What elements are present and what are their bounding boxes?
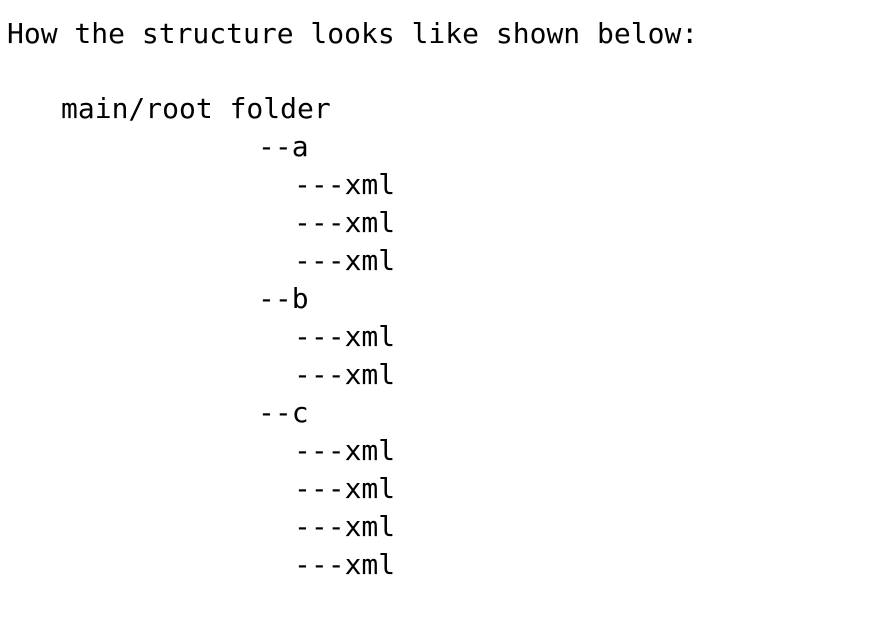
folder-c-label: --c (258, 396, 309, 429)
file-c-4: ---xml (294, 548, 396, 581)
file-b-2: ---xml (294, 358, 396, 391)
structure-heading: How the structure looks like shown below… (7, 17, 699, 50)
root-folder-label: main/root folder (61, 92, 331, 125)
file-a-1: ---xml (294, 168, 396, 201)
file-c-2: ---xml (294, 472, 396, 505)
file-b-1: ---xml (294, 320, 396, 353)
file-c-3: ---xml (294, 510, 396, 543)
file-a-3: ---xml (294, 244, 396, 277)
file-a-2: ---xml (294, 206, 396, 239)
folder-a-label: --a (258, 130, 309, 163)
file-c-1: ---xml (294, 434, 396, 467)
folder-b-label: --b (258, 282, 309, 315)
